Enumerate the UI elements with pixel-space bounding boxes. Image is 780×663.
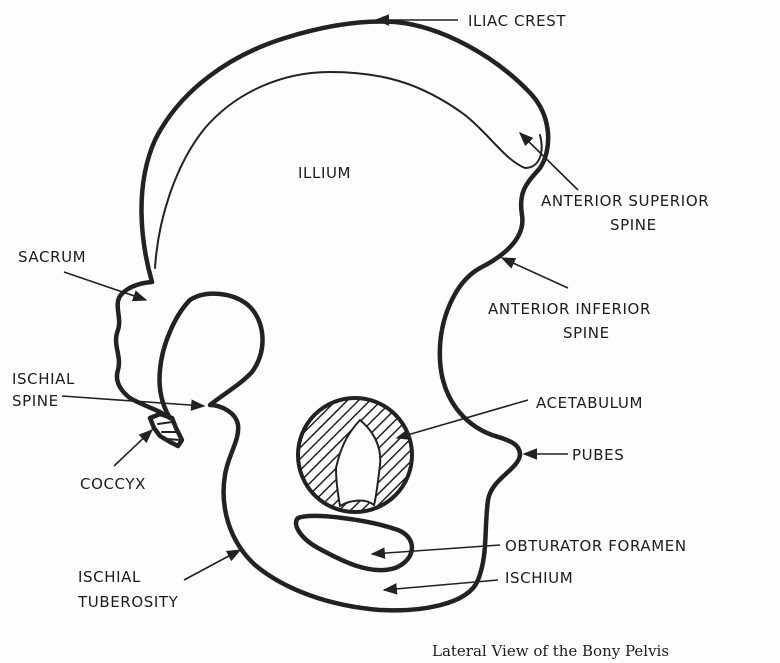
obturator-foramen-label: OBTURATOR FORAMEN [505, 537, 687, 555]
obturator-foramen-outline [296, 516, 412, 570]
acetabulum-label: ACETABULUM [536, 394, 643, 412]
anterior-superior-spine-label-line1: ANTERIOR SUPERIOR [541, 192, 709, 210]
pubes-label: PUBES [572, 446, 624, 464]
iliac-crest-label: ILIAC CREST [468, 12, 566, 30]
obturator-foramen-arrow [372, 545, 500, 554]
ischial-tuberosity-label-line2: TUBEROSITY [77, 593, 179, 611]
illium-label: ILLIUM [298, 164, 351, 182]
ischial-tuberosity-label-line1: ISCHIAL [78, 568, 141, 586]
sacrum-inner-line [159, 300, 190, 418]
acetabulum-arrow [397, 400, 528, 438]
sacrum-label: SACRUM [18, 248, 86, 266]
ischial-tuberosity-arrow [184, 550, 240, 580]
anterior-inferior-spine-arrow [502, 258, 568, 288]
anterior-inferior-spine-label-line1: ANTERIOR INFERIOR [488, 300, 651, 318]
anterior-superior-spine-label-line2: SPINE [610, 216, 657, 234]
ischial-spine-label-line1: ISCHIAL [12, 370, 75, 388]
ischium-arrow [384, 580, 498, 590]
ischium-label: ISCHIUM [505, 569, 573, 587]
coccyx-shape [150, 414, 182, 446]
coccyx-label: COCCYX [80, 475, 146, 493]
figure-caption: Lateral View of the Bony Pelvis [432, 642, 669, 660]
coccyx-arrow [114, 430, 152, 466]
anterior-inferior-spine-label-line2: SPINE [563, 324, 610, 342]
ischial-spine-label-line2: SPINE [12, 392, 59, 410]
